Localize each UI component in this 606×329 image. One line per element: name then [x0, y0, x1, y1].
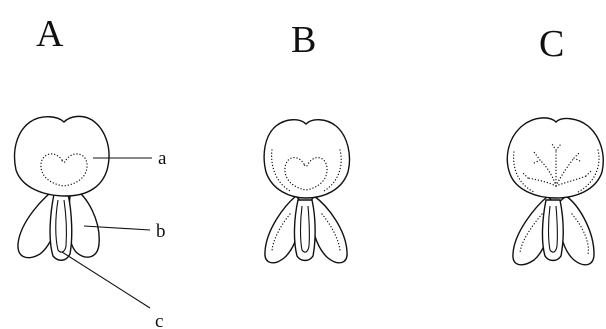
panel-label-a: A [36, 13, 64, 55]
flower-b-keel [294, 200, 315, 261]
part-label-a: a [158, 148, 167, 169]
flower-c-keel [542, 200, 563, 261]
flower-a-standard-petal [15, 116, 110, 196]
panel-label-c: C [539, 23, 564, 65]
flower-a-right-wing [69, 188, 100, 257]
flower-a-keel [50, 194, 72, 260]
part-label-c: c [155, 311, 163, 329]
part-label-b: b [156, 221, 166, 242]
flower-b [264, 120, 349, 263]
flower-c [507, 118, 603, 265]
panel-label-b: B [291, 19, 316, 61]
flower-b-standard-petal [264, 120, 349, 198]
flower-a [15, 116, 152, 308]
leader-line-c [62, 252, 150, 308]
